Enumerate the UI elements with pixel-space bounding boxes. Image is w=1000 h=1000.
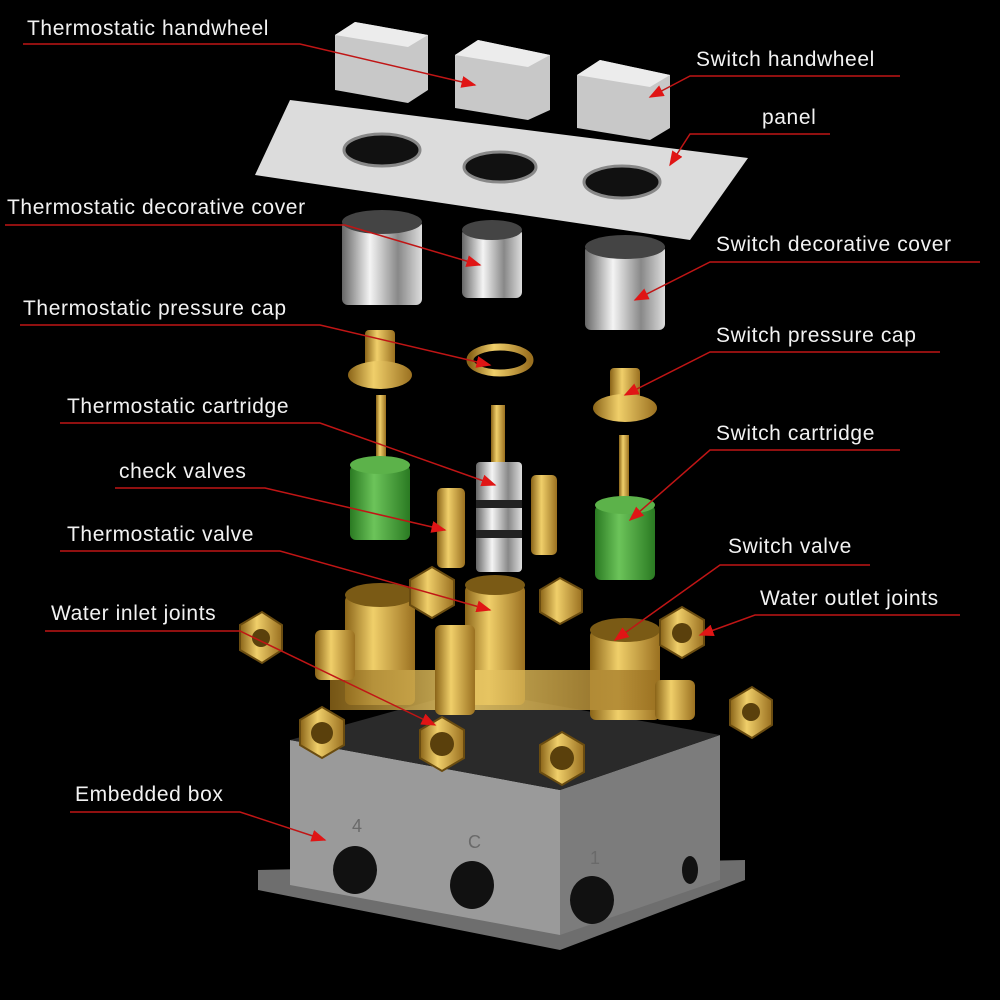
valve-body bbox=[315, 575, 695, 720]
box-marking-4: 4 bbox=[352, 816, 362, 836]
label-switch-valve: Switch valve bbox=[728, 535, 852, 558]
embedded-box: 4 C 1 bbox=[258, 690, 745, 950]
box-marking-c: C bbox=[468, 832, 481, 852]
label-check-valves: check valves bbox=[119, 460, 247, 483]
label-thermostatic-cartridge: Thermostatic cartridge bbox=[67, 395, 290, 418]
leader-lines bbox=[5, 43, 980, 842]
box-marking-1: 1 bbox=[590, 848, 600, 868]
label-switch-pressure-cap: Switch pressure cap bbox=[716, 324, 917, 347]
label-water-outlet-joints: Water outlet joints bbox=[760, 587, 939, 610]
joints bbox=[239, 565, 773, 787]
thermostatic-cartridge bbox=[476, 405, 522, 572]
label-panel: panel bbox=[762, 106, 817, 129]
label-switch-cartridge: Switch cartridge bbox=[716, 422, 875, 445]
label-water-inlet-joints: Water inlet joints bbox=[51, 602, 217, 625]
label-thermostatic-handwheel: Thermostatic handwheel bbox=[27, 17, 269, 40]
label-switch-decorative-cover: Switch decorative cover bbox=[716, 233, 952, 256]
left-cartridge bbox=[350, 395, 410, 540]
label-thermostatic-decorative-cover: Thermostatic decorative cover bbox=[7, 196, 306, 219]
label-embedded-box: Embedded box bbox=[75, 783, 224, 806]
label-thermostatic-valve: Thermostatic valve bbox=[67, 523, 255, 546]
label-switch-handwheel: Switch handwheel bbox=[696, 48, 875, 71]
label-thermostatic-pressure-cap: Thermostatic pressure cap bbox=[23, 297, 287, 320]
check-valves bbox=[437, 475, 557, 568]
panel bbox=[255, 100, 748, 240]
switch-cartridge bbox=[595, 435, 655, 580]
